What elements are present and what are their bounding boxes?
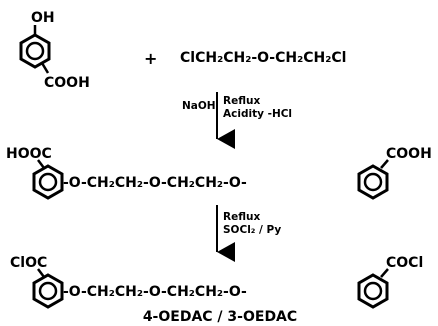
intermediate-right-group: COOH (386, 146, 432, 162)
reactant1-structure: OH COOH (19, 10, 90, 91)
step2-arrow-group: Reflux SOCl₂ / Py (216, 205, 281, 262)
product-left-ring (32, 273, 64, 309)
intermediate-left-bond (37, 159, 45, 169)
step1-condition2: Acidity -HCl (223, 108, 292, 120)
product-right-bond (380, 268, 389, 278)
step1-arrow-group: NaOH Reflux Acidity -HCl (182, 92, 292, 149)
reactant1-cooh-label: COOH (44, 75, 90, 91)
step1-reagent: NaOH (182, 100, 216, 112)
intermediate-right-ring (357, 164, 389, 200)
product-right-ring (357, 273, 389, 309)
product-chain: -O-CH₂CH₂-O-CH₂CH₂-O- (63, 284, 247, 300)
product-left-group: ClOC (10, 255, 47, 271)
step2-condition2: SOCl₂ / Py (223, 224, 281, 236)
product-right-group: COCl (386, 255, 423, 271)
reactant2-formula: ClCH₂CH₂-O-CH₂CH₂Cl (180, 50, 346, 66)
reactant1-oh-label: OH (31, 10, 55, 26)
reactant1-ring-circle (25, 41, 45, 61)
product-caption: 4-OEDAC / 3-OEDAC (143, 309, 297, 325)
step2-condition1: Reflux (223, 211, 260, 223)
intermediate-chain: -O-CH₂CH₂-O-CH₂CH₂-O- (63, 175, 247, 191)
intermediate-left-ring (32, 164, 64, 200)
product-right-ring-circle (363, 281, 383, 301)
intermediate-right-bond (380, 159, 389, 169)
product-left-ring-circle (38, 281, 58, 301)
product-structure: ClOC -O-CH₂CH₂-O-CH₂CH₂-O- COCl (10, 255, 423, 309)
product-left-bond (37, 268, 45, 278)
reactant1-benzene-ring (19, 33, 51, 69)
reactant1-cooh-bond (40, 62, 50, 74)
intermediate-right-ring-circle (363, 172, 383, 192)
step1-condition1: Reflux (223, 95, 260, 107)
intermediate-structure: HOOC -O-CH₂CH₂-O-CH₂CH₂-O- COOH (6, 146, 432, 200)
intermediate-left-ring-circle (38, 172, 58, 192)
plus-sign: + (144, 49, 157, 68)
intermediate-left-group: HOOC (6, 146, 52, 162)
